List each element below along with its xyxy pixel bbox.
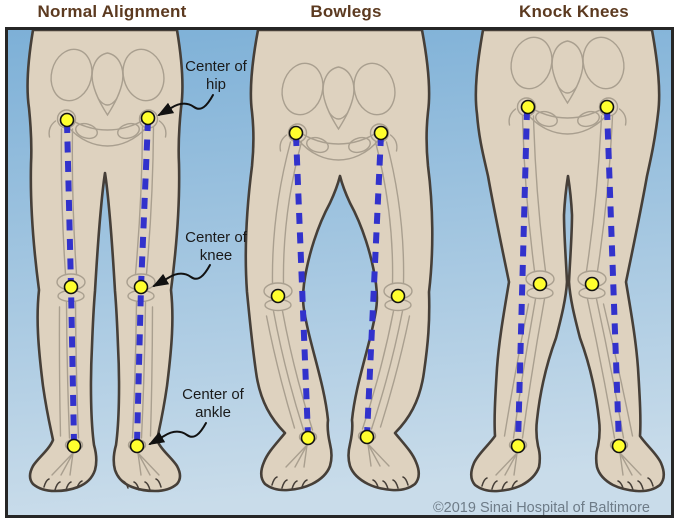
tibia-outline [140, 301, 147, 439]
fibula-outline [149, 306, 154, 437]
ankle-center-marker [510, 438, 526, 454]
tibia-outline [65, 301, 71, 439]
foot-bone-outline [513, 452, 518, 476]
femur-outline [585, 115, 603, 272]
foot-bone-outline [69, 452, 74, 476]
figure-silhouette-bowlegs [244, 30, 434, 492]
foot-bone-outline [137, 452, 142, 476]
tibia-outline [131, 301, 138, 439]
title-knock-knees: Knock Knees [519, 2, 629, 21]
femur-outline [596, 115, 614, 272]
copyright-notice: ©2019 Sinai Hospital of Baltimore [433, 500, 650, 515]
ankle-center-marker [300, 430, 316, 446]
tibia-outline [521, 298, 546, 439]
femur-outline [532, 115, 547, 272]
tibia-outline [370, 310, 404, 430]
hip-center-marker [288, 125, 304, 141]
hip-center-marker [140, 110, 156, 126]
ankle-center-marker [129, 438, 145, 454]
foot-bone-outline [51, 452, 74, 476]
diagram-svg: ©2019 Sinai Hospital of Baltimore [8, 30, 671, 515]
knee-center-marker [63, 279, 79, 295]
foot-bone-outline [619, 452, 642, 476]
femur-outline [385, 141, 405, 284]
mechanical-axis-line [515, 108, 530, 445]
tibia-outline [74, 301, 80, 439]
knee-center-marker [270, 288, 286, 304]
fibula-outline [58, 306, 62, 437]
ankle-center-marker [611, 438, 627, 454]
fibula-outline [265, 315, 296, 429]
fibula-outline [503, 303, 530, 437]
fibula-outline [379, 315, 411, 428]
femur-outline [60, 128, 67, 275]
label-center-of-knee: Center of knee [185, 229, 247, 264]
label-center-of-ankle: Center of ankle [182, 386, 244, 421]
foot-bone-outline [137, 452, 151, 476]
foot-bone-outline [504, 452, 518, 476]
foot-bone-outline [367, 443, 381, 467]
figure-silhouette-knock-knees [469, 30, 666, 493]
tibia-outline [586, 298, 616, 439]
femur-outline [145, 126, 155, 275]
foot-bone-outline [367, 443, 372, 467]
foot-bone-outline [619, 452, 624, 476]
title-bowlegs: Bowlegs [310, 2, 382, 21]
knee-center-marker [133, 279, 149, 295]
title-normal-alignment: Normal Alignment [37, 2, 187, 21]
femur-outline [71, 128, 78, 275]
tibia-outline [272, 310, 305, 431]
foot-bone-outline [303, 444, 308, 468]
foot-bone-outline [137, 452, 160, 476]
knee-arrow [152, 264, 211, 287]
knee-center-marker [532, 276, 548, 292]
hip-center-marker [599, 99, 615, 115]
foot-bone-outline [495, 452, 518, 476]
label-center-of-hip: Center of hip [185, 58, 247, 93]
foot-bone-outline [285, 444, 308, 468]
foot-bone-outline [367, 443, 390, 467]
ankle-center-marker [359, 429, 375, 445]
bones-layer [51, 115, 642, 476]
hip-center-marker [520, 99, 536, 115]
ankle-arrow [148, 422, 207, 445]
foot-bone-outline [294, 444, 308, 468]
femur-outline [134, 126, 144, 275]
hip-arrow [157, 94, 214, 117]
mechanical-axis-line [604, 108, 622, 445]
hip-center-marker [373, 125, 389, 141]
hip-center-marker [59, 112, 75, 128]
toe-lines [43, 476, 654, 491]
knee-center-marker [390, 288, 406, 304]
markers-layer [59, 99, 627, 454]
ankle-center-marker [66, 438, 82, 454]
annotation-arrows [148, 94, 214, 445]
femur-outline [271, 141, 292, 284]
foot-bone-outline [60, 452, 74, 476]
knee-center-marker [584, 276, 600, 292]
foot-bone-outline [619, 452, 633, 476]
illustration-canvas: ©2019 Sinai Hospital of Baltimore Center… [5, 27, 674, 518]
